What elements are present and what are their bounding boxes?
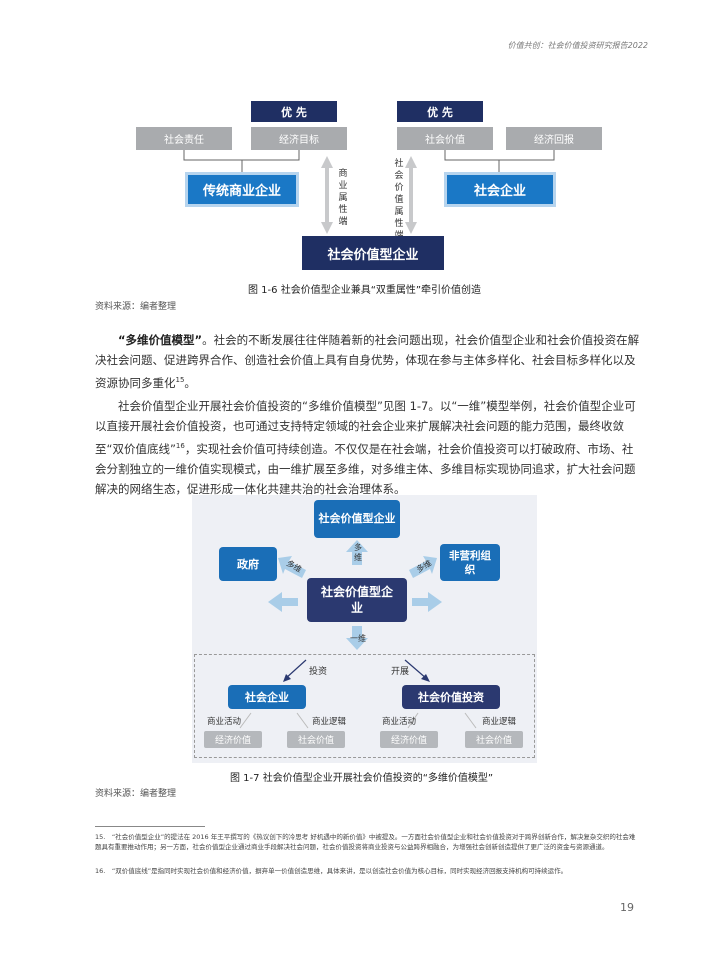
right-priority-box: 优 先 — [397, 101, 483, 122]
right-diag-arrow — [409, 556, 437, 578]
social-value-investment-box: 社会价值投资 — [402, 685, 500, 709]
develop-label: 开展 — [391, 667, 410, 677]
business-logic-label-1: 商业逻辑 — [312, 717, 347, 727]
economic-value-box-1: 经济价值 — [204, 731, 262, 748]
social-value-box-2: 社会价值 — [465, 731, 523, 748]
up-arrow — [346, 540, 368, 565]
figure-1-6-caption: 图 1-6 社会价值型企业兼具“双重属性”牵引价值创造 — [248, 285, 482, 296]
business-activity-label-1: 商业活动 — [207, 717, 242, 727]
business-attribute-label: 商业属性端 — [338, 169, 348, 227]
paragraph-1-end: 。 — [184, 375, 196, 390]
develop-arrow — [421, 674, 430, 682]
leaf-arrows — [239, 712, 477, 729]
social-enterprise-box: 社会企业 — [444, 172, 556, 207]
figure-1-6-source: 资料来源：编者整理 — [95, 302, 177, 312]
figure-1-7-source: 资料来源：编者整理 — [95, 789, 177, 799]
nonprofit-box: 非营利组织 — [440, 544, 500, 581]
invest-label: 投资 — [309, 667, 328, 677]
center-left-arrow — [268, 592, 298, 612]
paragraph-1-bold: “多维价值模型” — [118, 333, 203, 347]
figure-1-7-caption: 图 1-7 社会价值型企业开展社会价值投资的“多维价值模型” — [230, 773, 494, 784]
social-value-box-1: 社会价值 — [287, 731, 345, 748]
business-logic-label-2: 商业逻辑 — [482, 717, 517, 727]
down-arrow-label: 一维 — [350, 634, 366, 643]
up-arrow-label: 多维 — [354, 543, 362, 562]
figure-1-6-connectors — [183, 150, 555, 234]
business-activity-label-2: 商业活动 — [382, 717, 417, 727]
economic-value-box-2: 经济价值 — [380, 731, 438, 748]
social-value-box: 社会价值 — [397, 127, 493, 150]
figure-1-7-arrows — [239, 540, 477, 729]
paragraph-2-text-a: 社会价值型企业开展社会价值投资的“多维价值模型”见图 1-7。以“一维”模型举例… — [95, 399, 636, 456]
running-header: 价值共创：社会价值投资研究报告2022 — [507, 41, 648, 50]
government-box: 政府 — [219, 547, 277, 581]
invest-arrow — [283, 674, 291, 682]
center-social-value-enterprise-box: 社会价值型企业 — [307, 578, 407, 622]
footnote-divider — [95, 826, 205, 827]
center-right-arrow — [412, 592, 442, 612]
double-arrow-right — [405, 156, 417, 234]
paragraph-1-text: 。社会的不断发展往往伴随着新的社会问题出现，社会价值型企业和社会价值投资在解决社… — [95, 333, 640, 390]
one-dimension-panel — [194, 654, 535, 758]
left-priority-box: 优 先 — [251, 101, 337, 122]
paragraph-2: 社会价值型企业开展社会价值投资的“多维价值模型”见图 1-7。以“一维”模型举例… — [95, 396, 640, 499]
economic-goal-box: 经济目标 — [251, 127, 347, 150]
paragraph-2-text-b: ，实现社会价值可持续创造。不仅仅是在社会端，社会价值投资可以打破政府、市场、社会… — [95, 441, 636, 496]
social-enterprise-box: 社会企业 — [228, 685, 306, 709]
double-arrow-left — [321, 156, 333, 234]
down-arrow — [346, 626, 368, 650]
top-social-value-enterprise-box: 社会价值型企业 — [314, 500, 400, 538]
left-diag-arrow — [278, 556, 306, 578]
paragraph-1: “多维价值模型”。社会的不断发展往往伴随着新的社会问题出现，社会价值型企业和社会… — [95, 330, 640, 393]
economic-return-box: 经济回报 — [506, 127, 602, 150]
footnote-15: 15. “社会价值型企业”的提法在 2016 年王平撰写的《热议创下的冷思考 好… — [95, 833, 636, 851]
paragraph-2-ref: 16 — [175, 442, 185, 450]
social-value-enterprise-box: 社会价值型企业 — [302, 236, 444, 270]
social-responsibility-box: 社会责任 — [136, 127, 232, 150]
traditional-business-box: 传统商业企业 — [185, 172, 299, 207]
paragraph-1-ref: 15 — [175, 376, 185, 384]
figure-1-7-background — [192, 495, 537, 763]
page-number: 19 — [620, 901, 634, 914]
footnote-16: 16. “双价值底线”是指同时实现社会价值和经济价值，摒弃单一价值创造思维，具体… — [95, 867, 568, 875]
